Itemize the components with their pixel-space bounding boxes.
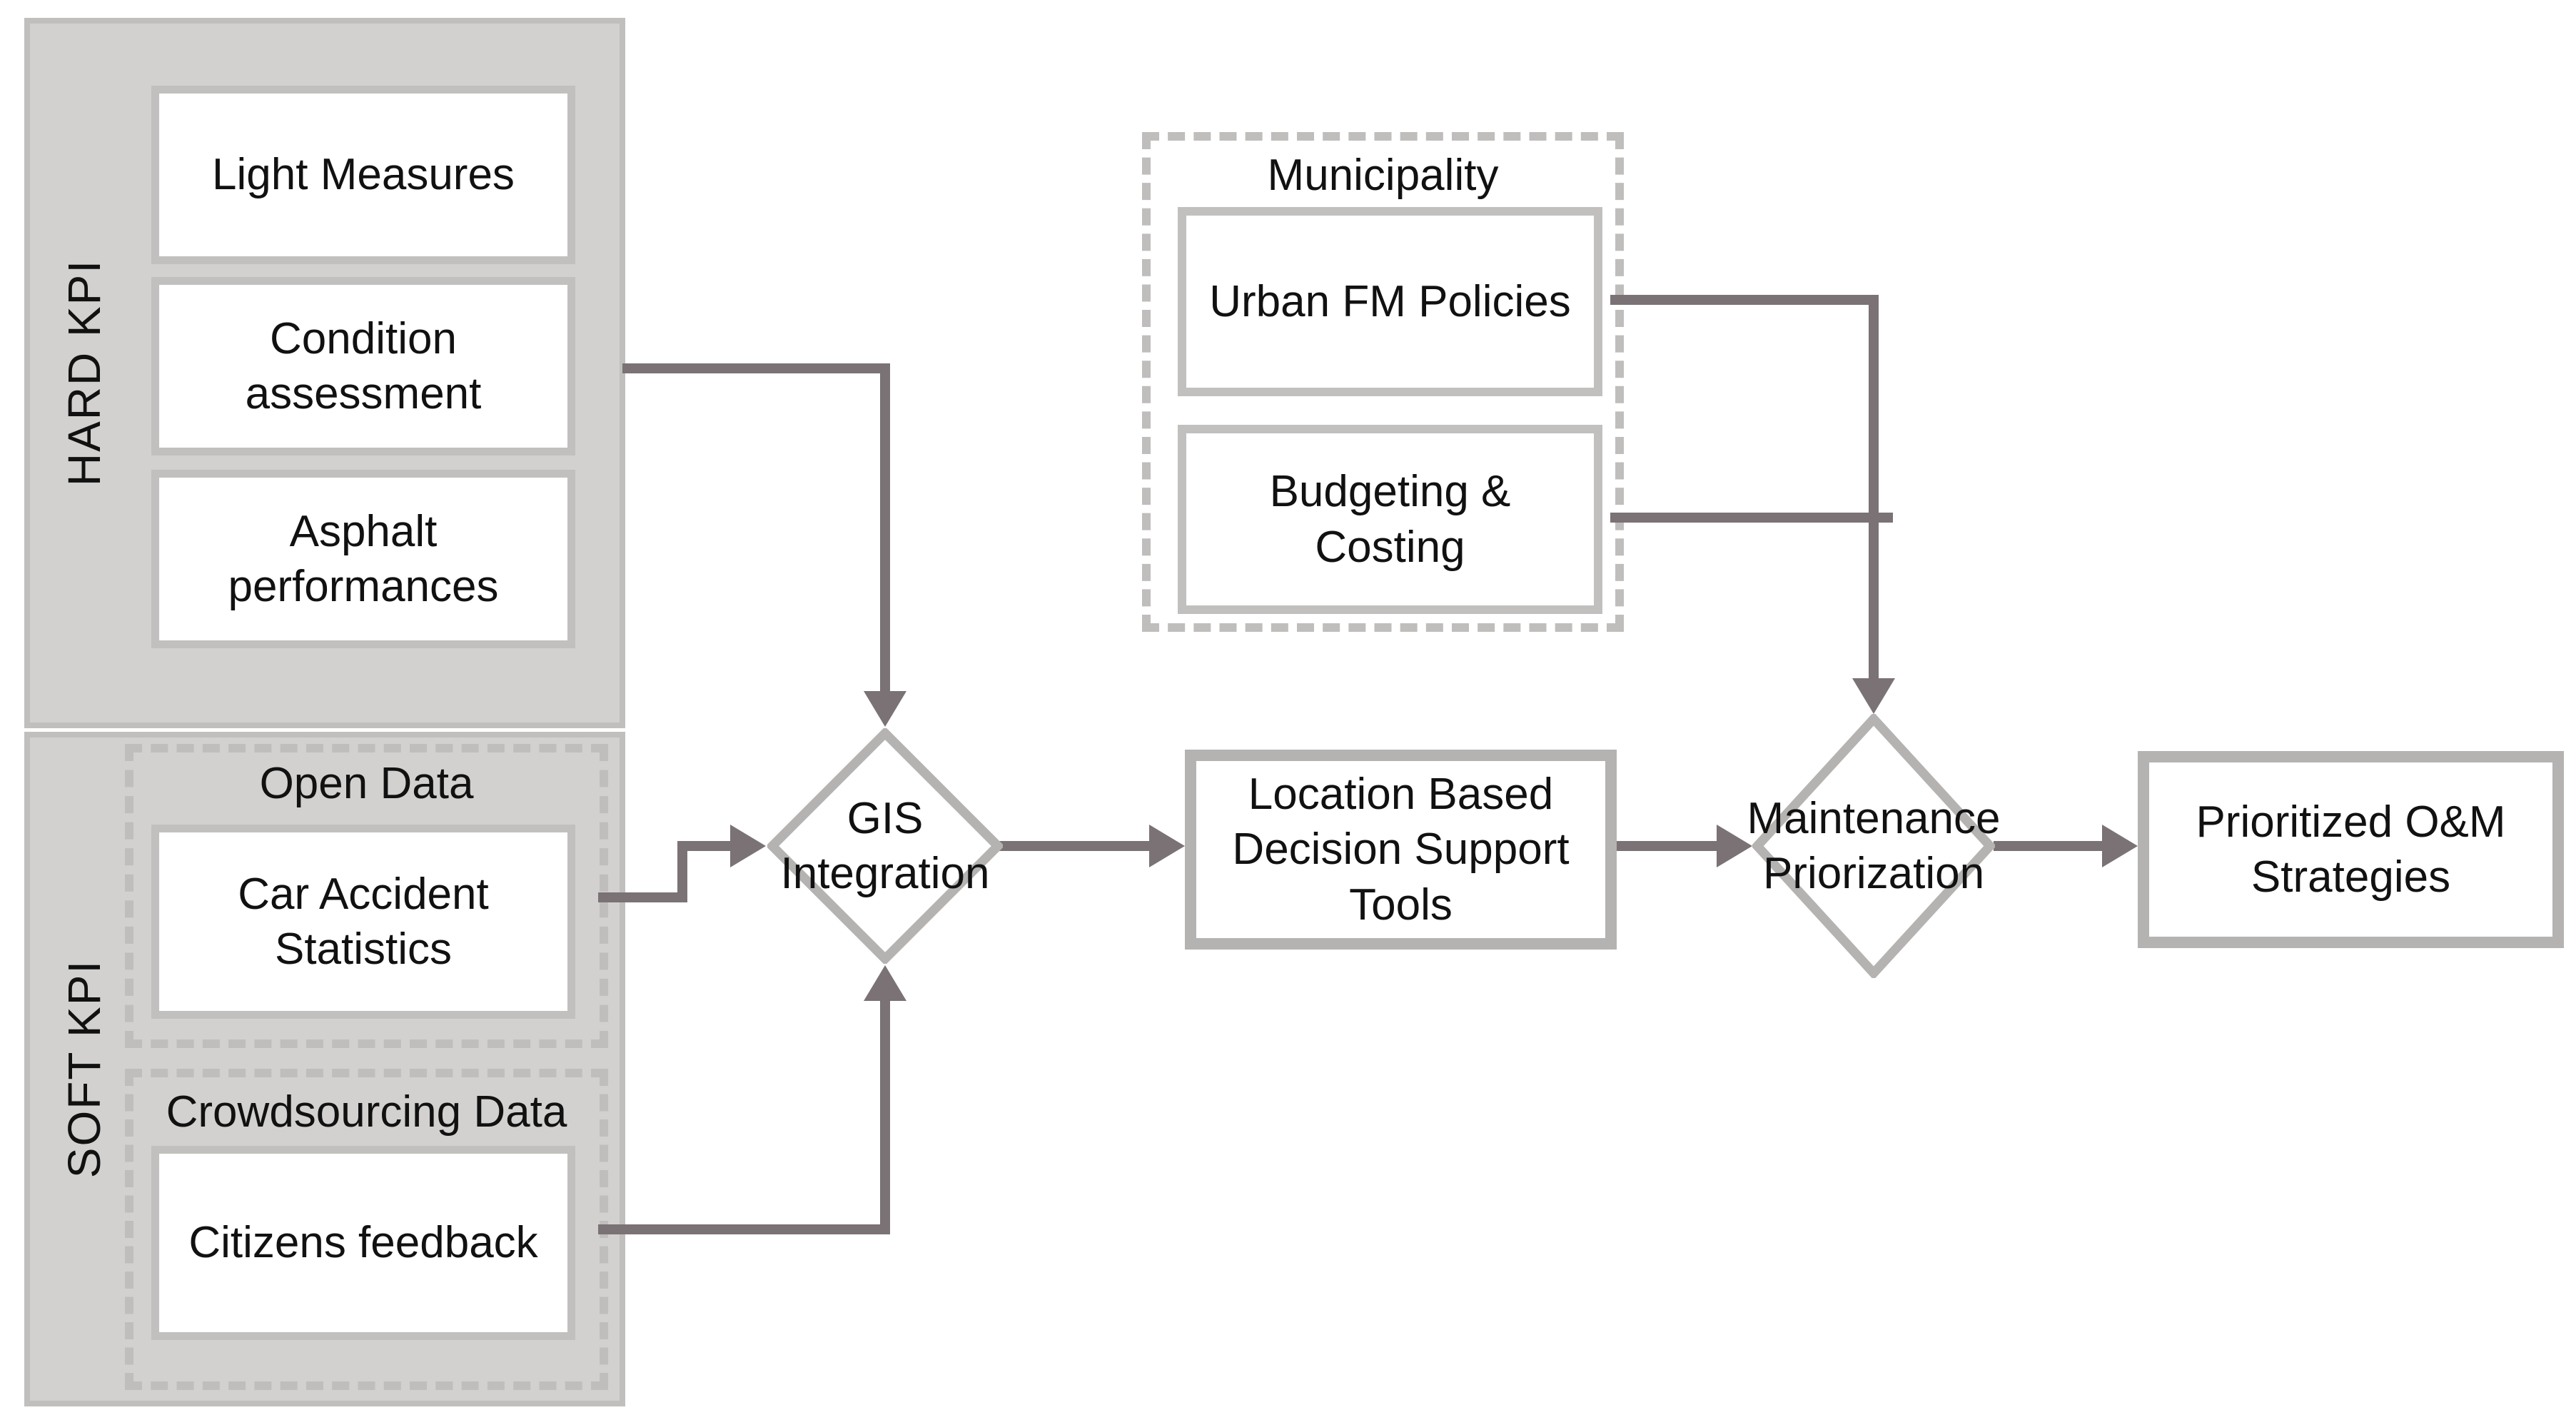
gis-diamond-outline <box>767 728 1003 964</box>
hard-kpi-label: HARD KPI <box>59 258 110 487</box>
maintenance-top-arrowhead <box>1852 678 1895 714</box>
gis-bottom-arrowhead <box>864 965 906 1001</box>
maintenance-left-arrowhead <box>1717 825 1752 867</box>
node-location-decision-tools: Location Based Decision Support Tools <box>1185 750 1617 950</box>
maintenance-diamond-shape <box>1752 714 1995 978</box>
node-urban-fm-policies: Urban FM Policies <box>1178 207 1602 396</box>
connector-maintenance-to-output <box>1994 841 2105 851</box>
node-prioritized-om-strategies: Prioritized O&M Strategies <box>2138 751 2564 948</box>
node-citizens-feedback-label: Citizens feedback <box>188 1218 538 1268</box>
node-gis-integration: GIS Integration <box>749 728 1021 964</box>
gis-left-arrowhead <box>730 825 766 867</box>
soft-kpi-label: SOFT KPI <box>59 959 110 1179</box>
crowdsourcing-data-group-title: Crowdsourcing Data <box>166 1087 567 1137</box>
crowdsourcing-data-group <box>125 1069 608 1390</box>
connector-hardkpi-to-gis-vertical <box>880 363 890 693</box>
node-citizens-feedback: Citizens feedback <box>151 1146 575 1340</box>
node-maintenance-priorization-label: Maintenance Priorization <box>1747 793 2001 899</box>
maintenance-diamond-outline <box>1752 714 1995 978</box>
connector-opendata-to-gis-h2 <box>677 841 732 851</box>
connector-urbanfm-horizontal <box>1610 295 1879 305</box>
node-condition-assessment: Condition assessment <box>151 277 575 455</box>
connector-hardkpi-to-gis-horizontal <box>622 363 890 373</box>
node-prioritized-om-strategies-label: Prioritized O&M Strategies <box>2196 797 2506 902</box>
connector-location-to-maintenance <box>1615 841 1719 851</box>
node-car-accident-statistics: Car Accident Statistics <box>151 825 575 1019</box>
node-asphalt-performances: Asphalt performances <box>151 470 575 648</box>
node-light-measures-label: Light Measures <box>212 150 515 200</box>
connector-opendata-to-gis-vertical <box>677 841 687 902</box>
connector-budgeting-horizontal <box>1610 513 1893 523</box>
municipality-group-title: Municipality <box>1267 151 1499 200</box>
output-left-arrowhead <box>2102 825 2138 867</box>
node-gis-integration-label: GIS Integration <box>780 793 990 899</box>
node-urban-fm-policies-label: Urban FM Policies <box>1209 276 1571 326</box>
connector-crowdsourcing-to-gis-horizontal <box>598 1224 890 1234</box>
connector-gis-to-location <box>999 841 1152 851</box>
node-budgeting-costing: Budgeting & Costing <box>1178 425 1602 614</box>
node-car-accident-statistics-label: Car Accident Statistics <box>238 869 489 975</box>
open-data-group-title: Open Data <box>259 759 474 808</box>
node-condition-assessment-label: Condition assessment <box>245 313 482 419</box>
node-asphalt-performances-label: Asphalt performances <box>228 506 499 612</box>
node-maintenance-priorization: Maintenance Priorization <box>1681 742 2066 950</box>
gis-diamond-shape <box>767 728 1003 964</box>
open-data-group <box>125 744 608 1048</box>
connector-crowdsourcing-to-gis-vertical <box>880 999 890 1229</box>
gis-top-arrowhead <box>864 691 906 727</box>
connector-opendata-to-gis-h1 <box>598 892 687 902</box>
node-budgeting-costing-label: Budgeting & Costing <box>1269 467 1511 572</box>
node-light-measures: Light Measures <box>151 86 575 264</box>
connector-municipality-vertical <box>1869 295 1879 680</box>
municipality-group <box>1142 132 1624 632</box>
location-left-arrowhead <box>1149 825 1185 867</box>
node-location-decision-tools-label: Location Based Decision Support Tools <box>1232 769 1570 930</box>
